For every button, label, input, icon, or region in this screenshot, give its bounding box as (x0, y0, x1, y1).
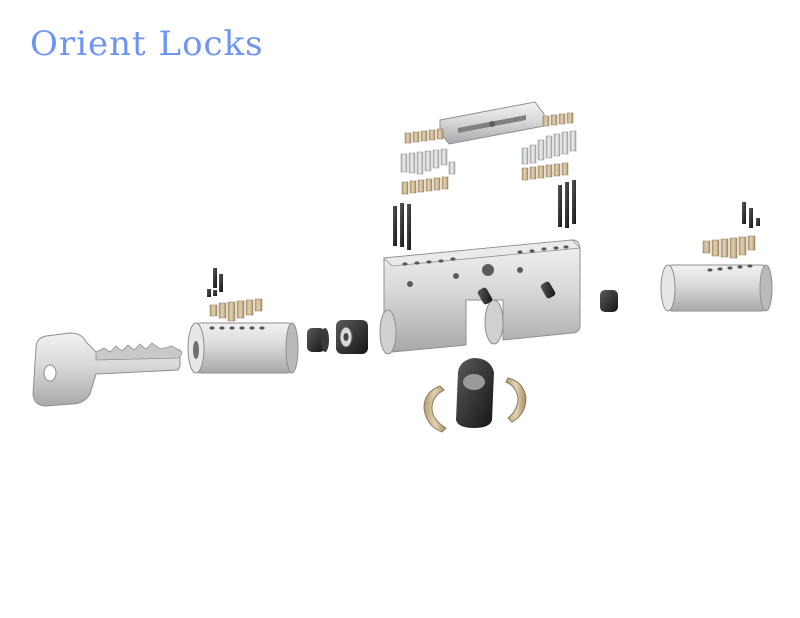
right-black-ring (600, 290, 618, 312)
right-plug-pins (702, 202, 760, 259)
key-bow-hole (43, 364, 57, 382)
retaining-plate (439, 101, 545, 145)
left-plug-pins (207, 268, 263, 322)
retaining-clip-right (505, 377, 527, 423)
brand-title: Orient Locks (30, 24, 264, 64)
cam (456, 358, 494, 428)
right-plug (660, 264, 773, 312)
body-pin-stack-left (393, 128, 456, 250)
body-pin-stack-right (521, 112, 577, 228)
left-plug (187, 322, 299, 374)
clutch-connector (336, 320, 368, 354)
retaining-clip-left (423, 385, 447, 433)
body-set-pins (477, 281, 556, 305)
left-black-ring (307, 328, 329, 352)
key (32, 332, 183, 407)
